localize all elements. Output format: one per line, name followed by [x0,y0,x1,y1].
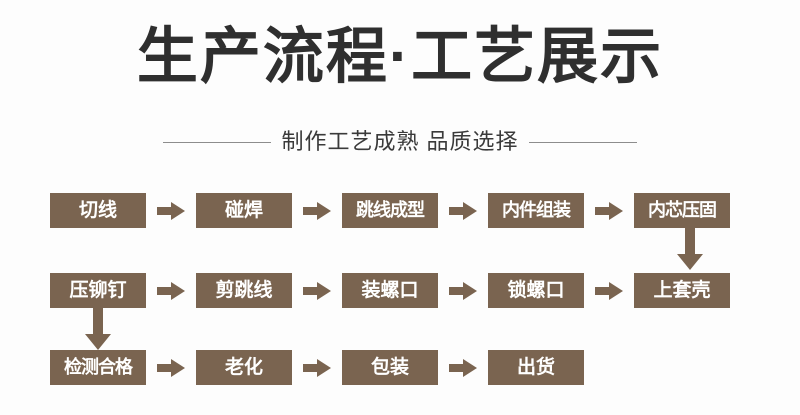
page-subtitle: 制作工艺成熟 品质选择 [281,129,519,154]
flow-node-laohua[interactable]: 老化 [196,350,292,385]
flow-node-shangtaoke[interactable]: 上套壳 [634,273,730,308]
flow-row-3: 检测合格 老化 包装 出货 [50,350,584,385]
flow-node-penghan[interactable]: 碰焊 [196,193,292,228]
page-title: 生产流程·工艺展示 [136,22,664,90]
flow-row-2: 压铆钉 剪跳线 装螺口 锁螺口 上套壳 [50,273,730,308]
page-header: 生产流程·工艺展示 制作工艺成熟 品质选择 [0,0,800,175]
flow-node-jiancehege[interactable]: 检测合格 [50,350,146,385]
subtitle-rule-right [528,141,637,143]
flow-node-suoluokou[interactable]: 锁螺口 [488,273,584,308]
flow-node-yamaoding[interactable]: 压铆钉 [50,273,146,308]
arrow-right-icon [584,273,634,308]
arrow-right-icon [438,350,488,385]
flow-node-tiaoxianchengxing[interactable]: 跳线成型 [342,193,438,228]
arrow-right-icon [146,193,196,228]
flow-row-1: 切线 碰焊 跳线成型 内件组装 内芯压固 [50,193,730,228]
flow-node-zhuangluokou[interactable]: 装螺口 [342,273,438,308]
flow-node-neijianzuzhuang[interactable]: 内件组装 [488,193,584,228]
process-flowchart: 切线 碰焊 跳线成型 内件组装 内芯压固 压铆钉 剪跳线 装螺口 [0,180,800,415]
arrow-right-icon [292,350,342,385]
flow-node-neixinyagu[interactable]: 内芯压固 [634,193,730,228]
arrow-right-icon [146,350,196,385]
subtitle-row: 制作工艺成熟 品质选择 [0,125,800,159]
flow-node-baozhuang[interactable]: 包装 [342,350,438,385]
subtitle-rule-left [163,141,272,143]
arrow-right-icon [438,273,488,308]
arrow-right-icon [292,273,342,308]
flow-node-jiantiaoxian[interactable]: 剪跳线 [196,273,292,308]
flow-node-chuhuo[interactable]: 出货 [488,350,584,385]
arrow-down-icon [85,308,111,350]
arrow-right-icon [292,193,342,228]
arrow-down-icon [677,228,703,270]
arrow-right-icon [584,193,634,228]
flow-node-qiexian[interactable]: 切线 [50,193,146,228]
arrow-right-icon [146,273,196,308]
arrow-right-icon [438,193,488,228]
